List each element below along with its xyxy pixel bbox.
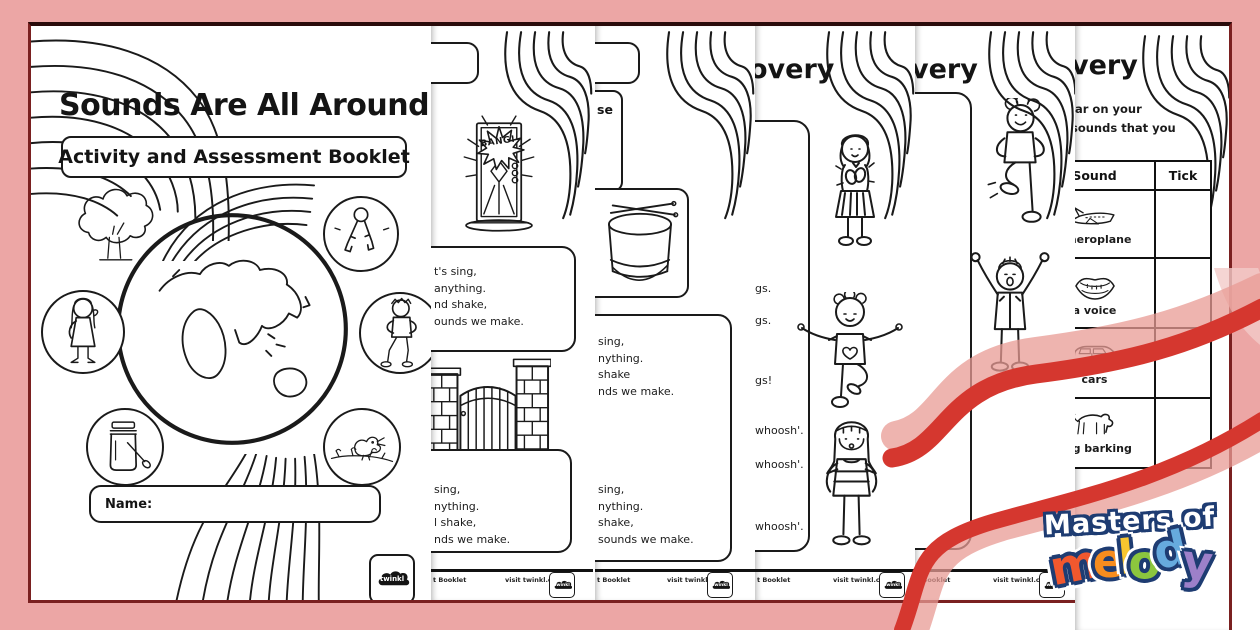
name-field[interactable]: Name: (89, 485, 381, 523)
listening-girl-circle-illustration (41, 290, 125, 374)
name-label: Name: (105, 496, 153, 512)
twinkl-badge: twinkl (879, 572, 905, 598)
activity-text-box (915, 92, 972, 550)
globe-illustration (116, 213, 348, 445)
table-row: n aeroplane (1075, 189, 1210, 257)
column-header-sound: Sound (1075, 162, 1156, 189)
logo-letter: y (1179, 534, 1216, 592)
flowing-lines-decoration (175, 454, 321, 600)
standing-girl-illustration (825, 421, 878, 546)
instruction-fragment: ar on your (1075, 102, 1142, 116)
verse-line: t's sing, (434, 265, 477, 278)
booklet-subtitle-box: Activity and Assessment Booklet (58, 136, 410, 178)
footer-visit-text: visit twinkl.com (505, 576, 564, 584)
page-title-fragment: very (1075, 50, 1138, 81)
footer-visit-text: visit twinkl.com (833, 576, 892, 584)
text-fragment: whoosh'. (755, 458, 804, 471)
lyrics-box (431, 246, 576, 352)
title-box-fragment (431, 42, 479, 84)
row-label: cars (1081, 372, 1108, 386)
verse-line: shake (598, 368, 631, 381)
verse-line: nything. (434, 499, 480, 513)
table-row: a voice (1075, 257, 1210, 327)
column-header-tick: Tick (1168, 168, 1198, 183)
table-header-row: Sound Tick (1075, 162, 1210, 189)
page-title-fragment: very (915, 54, 978, 85)
song-verse-fragment: t's sing, anything. nd shake, ounds we m… (434, 264, 524, 330)
jar-and-spoon-circle-illustration (86, 408, 164, 486)
verse-line: nything. (598, 351, 644, 365)
verse-line: nds we make. (434, 532, 511, 546)
row-label: a voice (1075, 303, 1117, 317)
twinkl-badge: twinkl (549, 572, 575, 598)
aeroplane-icon (1075, 207, 1115, 225)
text-fragment: gs. (755, 282, 772, 295)
footer-divider (595, 569, 755, 572)
text-fragment: gs. (755, 314, 772, 327)
verse-heading-fragment: se (597, 102, 613, 117)
verse-line: sing, (434, 483, 461, 496)
stomping-boy-illustration (987, 98, 1045, 223)
footer-visit-text: visit twinkl.com (993, 576, 1052, 584)
verse-line: l shake, (434, 516, 477, 529)
footer-divider (431, 569, 593, 572)
verse-line: shake, (598, 516, 634, 529)
verse-line: nds we make. (598, 384, 675, 398)
song-verse-fragment: sing, nything. shake, sounds we make. (598, 482, 694, 548)
footer-booklet-text: t Booklet (597, 576, 631, 584)
song-verse-fragment: sing, nything. shake nds we make. (598, 334, 674, 400)
masters-of-melody-logo: Masters of melody (1004, 500, 1258, 598)
verse-line: ounds we make. (434, 314, 524, 328)
row-label: dog barking (1075, 441, 1132, 455)
arc-swoosh-decoration (162, 183, 315, 261)
clapping-girl-illustration (835, 134, 875, 246)
stomping-boy-circle-illustration (359, 292, 431, 374)
worksheet-page-sound-discovery-2: very t Booklet visit twinkl.c (915, 22, 1075, 603)
title-box-fragment (595, 42, 640, 84)
verse-line: sing, (598, 335, 625, 348)
mouth-icon (1075, 277, 1115, 300)
keys-circle-illustration (323, 196, 399, 272)
red-ribbon-decoration (881, 268, 1260, 630)
text-fragment: whoosh'. (755, 520, 804, 533)
booklet-cover-page: Sounds Are All Around Activity and Asses… (28, 22, 431, 603)
booklet-subtitle: Activity and Assessment Booklet (58, 146, 410, 168)
worksheet-page-sound-discovery-1: overy gs. gs. gs! whoosh'. whoosh'. whoo… (755, 22, 915, 603)
activity-text-box (755, 120, 810, 552)
verse-line: nything. (598, 499, 644, 513)
footer-divider (915, 569, 1075, 572)
twinkl-badge: twinkl (1039, 572, 1065, 598)
table-row: dog barking (1075, 397, 1210, 467)
song-verse-fragment: sing, nything. l shake, nds we make. (434, 482, 510, 548)
row-label: n aeroplane (1075, 232, 1132, 246)
lyrics-box (595, 314, 732, 562)
lyrics-box (431, 449, 572, 553)
worksheet-page-song-2: se sing, nything. shake nds we make. sin… (595, 22, 755, 603)
instruction-fragment: sounds that you (1075, 121, 1176, 135)
tree-illustration (78, 188, 154, 261)
worksheet-page-song-1: BANG! t's sing, anything. nd shake, ound… (431, 22, 595, 603)
footer-visit-text: visit twinkl.com (667, 576, 726, 584)
page-title-fragment: overy (755, 54, 835, 85)
text-fragment: whoosh'. (755, 424, 804, 437)
footer-booklet-text: t Booklet (757, 576, 791, 584)
dog-icon (1075, 413, 1113, 434)
footer-booklet-text: t Booklet (433, 576, 467, 584)
text-fragment: gs! (755, 374, 773, 387)
bucket-drum-illustration (608, 200, 679, 281)
verse-line: anything. (434, 281, 487, 295)
tick-cell (1156, 191, 1210, 257)
verse-line: sing, (598, 483, 625, 496)
booklet-title: Sounds Are All Around (59, 88, 430, 123)
footer-divider (755, 569, 915, 572)
verse-line: nd shake, (434, 298, 488, 311)
twinkl-logo-badge: twinkl (369, 554, 415, 600)
balancing-child-illustration (797, 292, 903, 408)
twinkl-badge: twinkl (707, 572, 733, 598)
banging-door-illustration (463, 115, 535, 232)
verse-line: sounds we make. (598, 532, 694, 546)
